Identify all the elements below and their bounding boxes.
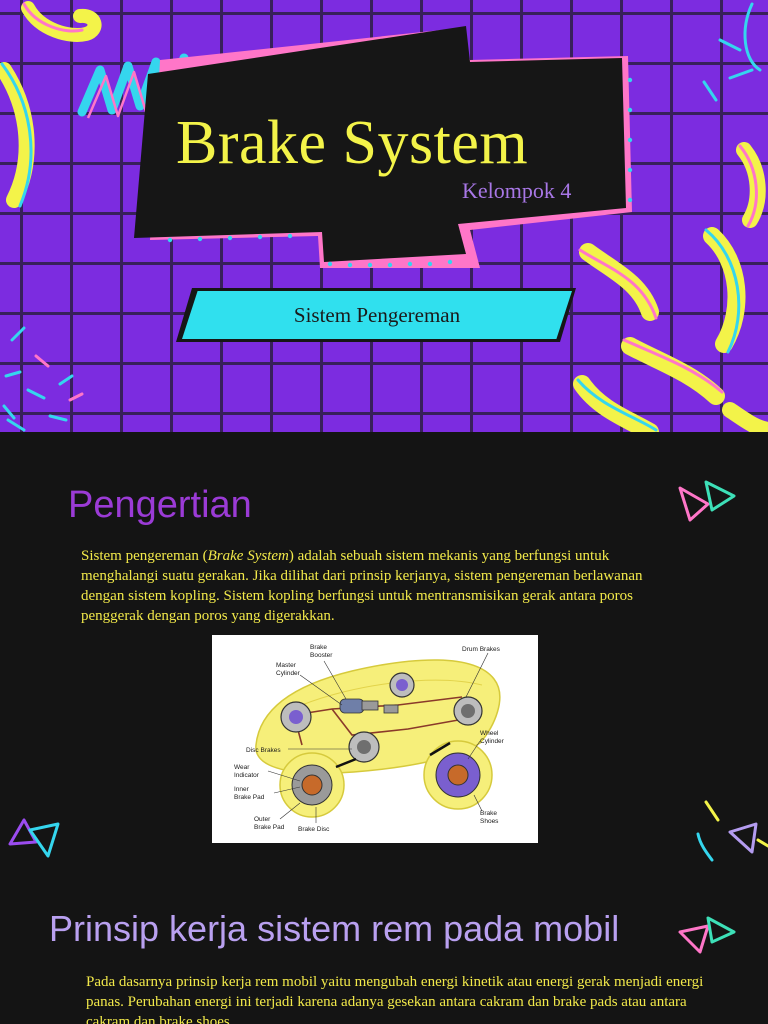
triangle-icon — [678, 486, 710, 522]
triangle-icon — [704, 480, 736, 512]
label-master-cylinder: Master — [276, 662, 297, 669]
section-heading-2: Prinsip kerja sistem rem pada mobil — [49, 908, 620, 949]
triangle-icon — [678, 924, 710, 954]
section-heading: Pengertian — [68, 484, 252, 526]
label-brake-booster-2: Booster — [310, 652, 333, 659]
label-wheel-cylinder: Wheel — [480, 730, 499, 737]
label-brake-disc: Brake Disc — [298, 826, 330, 833]
label-drum-brakes: Drum Brakes — [462, 646, 501, 653]
label-wear-indicator-2: Indicator — [234, 772, 260, 779]
definition-paragraph: Sistem pengereman (Brake System) adalah … — [81, 546, 681, 626]
triangle-icon — [728, 822, 758, 854]
slide-title: Brake System — [176, 109, 529, 177]
slide-subtitle: Kelompok 4 — [462, 178, 572, 203]
para-text-end: ) adalah sebuah sistem mekanis yang berf… — [81, 548, 643, 624]
label-outer-brake-pad: Outer — [254, 816, 271, 823]
label-inner-brake-pad: Inner — [234, 786, 250, 793]
label-brake-shoes-2: Shoes — [480, 818, 499, 825]
content-slide: Pengertian Sistem pengereman (Brake Syst… — [0, 432, 768, 1024]
triangle-decoration — [8, 480, 768, 954]
label-inner-brake-pad-2: Brake Pad — [234, 794, 265, 801]
label-brake-shoes: Brake — [480, 810, 497, 817]
label-master-cylinder-2: Cylinder — [276, 670, 301, 677]
principle-paragraph: Pada dasarnya prinsip kerja rem mobil ya… — [86, 974, 704, 1024]
triangle-icon — [706, 916, 736, 944]
memphis-decoration — [0, 1, 768, 432]
tag-shape — [182, 291, 572, 339]
label-outer-brake-pad-2: Brake Pad — [254, 824, 285, 831]
triangle-icon — [28, 822, 60, 858]
title-slide: Brake System Kelompok 4 Sistem Pengerema… — [0, 0, 768, 432]
label-brake-booster: Brake — [310, 644, 327, 651]
label-wheel-cylinder-2: Cylinder — [480, 738, 505, 745]
label-disc-brakes: Disc Brakes — [246, 747, 281, 754]
brake-system-diagram: Brake Booster Master Cylinder Drum Brake… — [212, 635, 538, 843]
para-text-start: Sistem pengereman ( — [81, 548, 208, 564]
para-term: Brake System — [207, 548, 289, 564]
tag-label: Sistem Pengereman — [293, 302, 461, 327]
label-wear-indicator: Wear — [234, 764, 250, 771]
